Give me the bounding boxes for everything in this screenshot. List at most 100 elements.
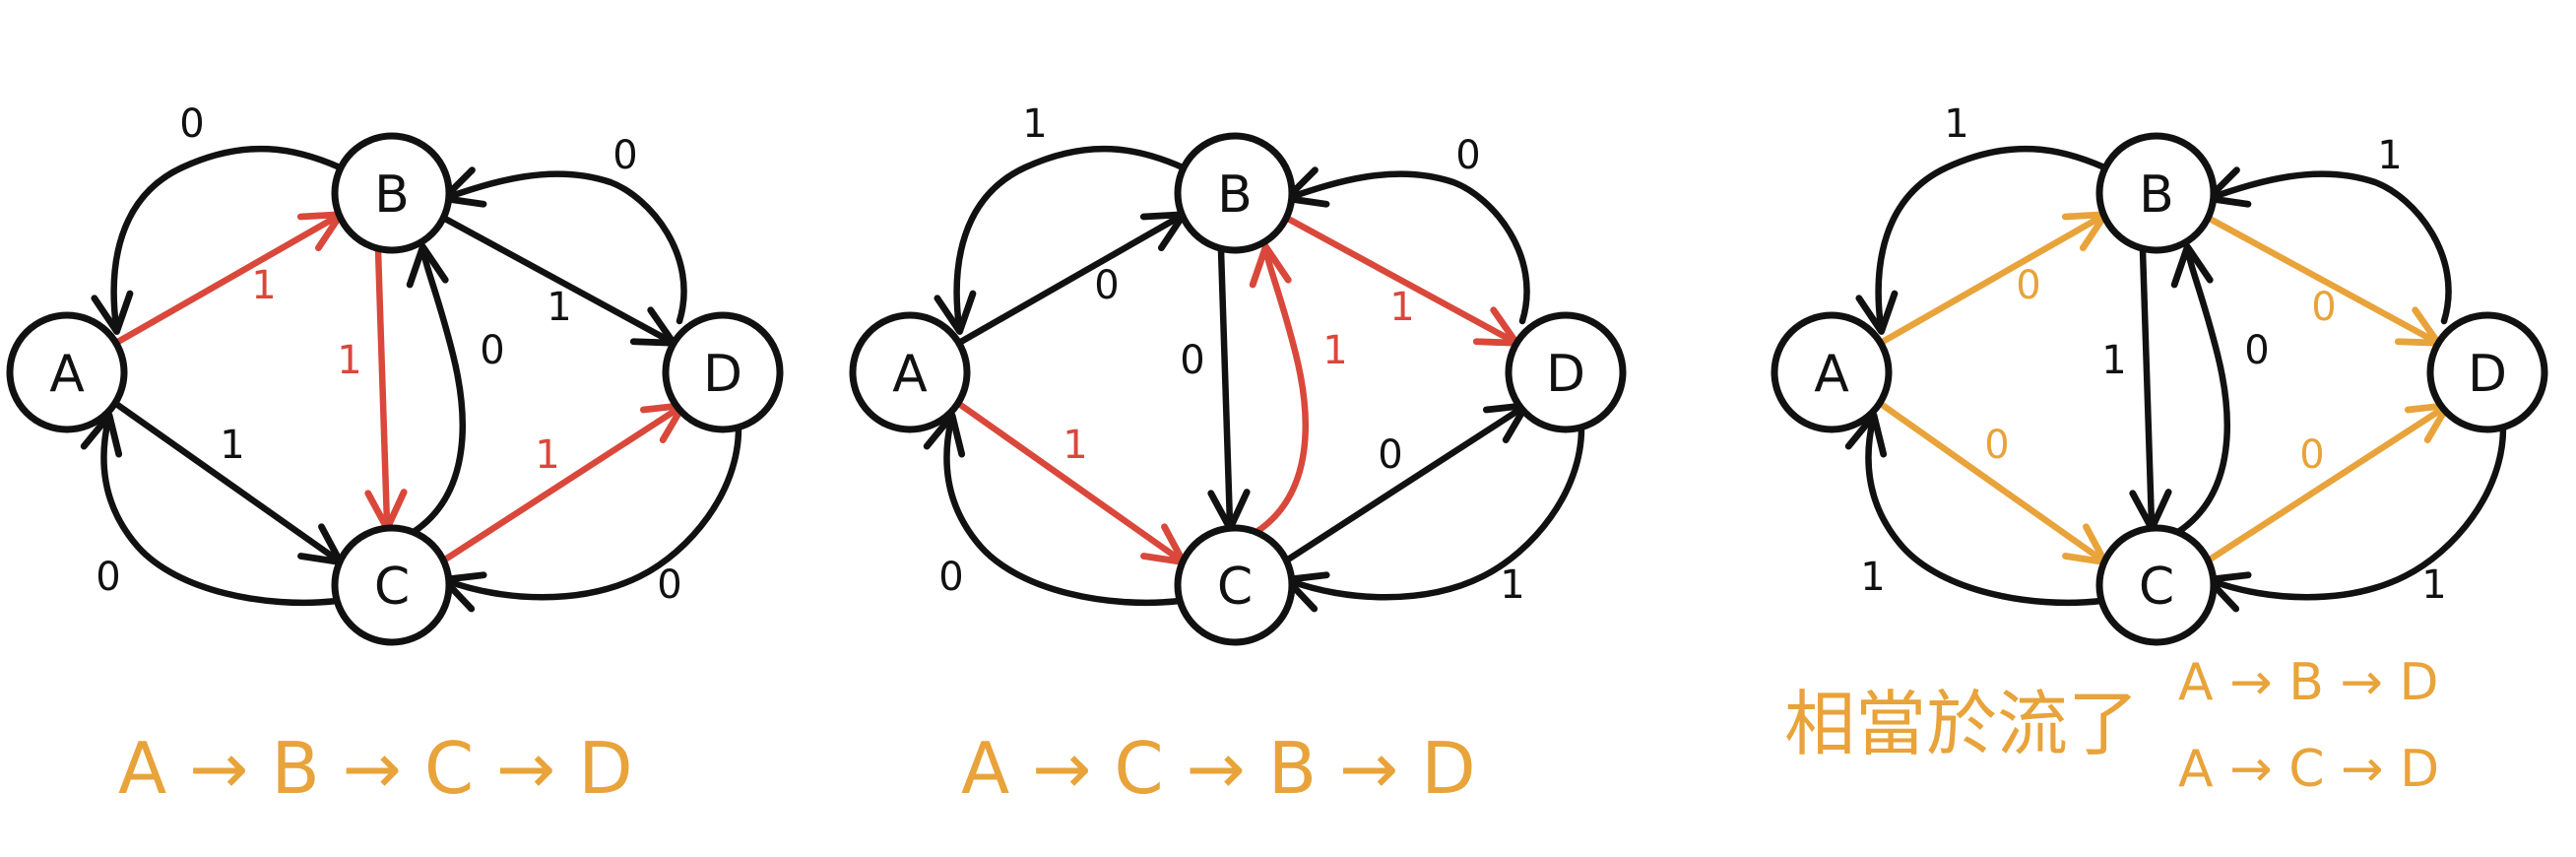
caption-path-1: A → B → D: [2178, 653, 2439, 712]
edge-label-b-c: 0: [1180, 338, 1204, 383]
edge-label-a-c: 0: [1984, 423, 2009, 468]
edge-label-d-b: 0: [1455, 133, 1480, 178]
node-circle: [1771, 311, 1893, 433]
edge-b-to-a: [934, 145, 1187, 335]
node-b: B: [2095, 132, 2218, 254]
node-circle: [662, 311, 784, 433]
node-b: B: [331, 132, 453, 254]
edge-label-a-c: 1: [220, 423, 244, 468]
edge-label-c-b: 0: [480, 328, 504, 373]
edge-b-to-d: [441, 215, 677, 347]
node-circle: [1174, 524, 1296, 646]
caption-path-2: A → C → D: [2178, 740, 2439, 799]
edge-c-to-b: [406, 243, 466, 536]
node-circle: [1174, 132, 1296, 254]
edge-c-to-d: [2206, 402, 2452, 563]
edge-d-to-c: [440, 425, 742, 613]
node-label: B: [1217, 165, 1253, 225]
edge-d-to-c: [1283, 425, 1585, 613]
edge-label-d-b: 0: [612, 133, 637, 178]
edge-label-c-b: 0: [2244, 328, 2269, 373]
caption: 相當於流了: [1784, 683, 2139, 765]
node-label: C: [374, 558, 410, 617]
edge-c-to-a: [80, 412, 341, 607]
node-c: C: [331, 524, 453, 646]
edge-b-to-d: [2206, 215, 2442, 347]
node-label: A: [49, 345, 85, 404]
node-a: A: [1771, 311, 1893, 433]
node-label: C: [1217, 558, 1253, 617]
edge-label-d-c: 0: [657, 562, 681, 608]
edge-a-to-b: [112, 211, 345, 347]
edge-label-b-d: 1: [1389, 285, 1414, 330]
edge-label-c-d: 1: [535, 432, 559, 478]
node-circle: [331, 524, 453, 646]
node-label: D: [1546, 345, 1585, 404]
node-circle: [849, 311, 971, 433]
node-circle: [1505, 311, 1627, 433]
edge-b-to-c: [364, 246, 408, 532]
edge-label-d-c: 1: [1500, 562, 1524, 608]
edge-label-b-c: 1: [337, 338, 361, 383]
node-circle: [2095, 524, 2218, 646]
edge-c-to-b: [2170, 243, 2230, 536]
edge-d-to-b: [2205, 166, 2452, 325]
node-b: B: [1174, 132, 1296, 254]
edge-label-c-a: 1: [1860, 555, 1885, 600]
edge-label-a-b: 1: [251, 263, 276, 308]
edge-b-to-a: [1855, 145, 2108, 335]
node-c: C: [2095, 524, 2218, 646]
edge-d-to-b: [1283, 166, 1530, 325]
edge-label-d-b: 1: [2377, 133, 2402, 178]
node-label: B: [2139, 165, 2174, 225]
edge-label-a-c: 1: [1063, 423, 1087, 468]
edge-label-c-a: 0: [96, 555, 120, 600]
edge-d-to-b: [440, 166, 687, 325]
edge-a-to-c: [955, 400, 1188, 566]
edge-a-to-c: [1877, 400, 2109, 566]
edge-label-c-a: 0: [938, 555, 963, 600]
node-label: A: [1814, 345, 1849, 404]
caption: A → B → C → D: [118, 727, 633, 810]
edge-c-to-d: [441, 402, 687, 563]
edge-c-to-d: [1284, 402, 1530, 563]
node-a: A: [849, 311, 971, 433]
node-label: C: [2139, 558, 2174, 617]
edge-b-to-a: [91, 145, 344, 335]
edge-b-to-c: [1207, 246, 1251, 532]
node-c: C: [1174, 524, 1296, 646]
node-label: A: [892, 345, 928, 404]
edge-label-b-a: 0: [179, 101, 204, 147]
caption: A → C → B → D: [961, 727, 1476, 810]
node-circle: [2095, 132, 2218, 254]
edge-label-b-a: 1: [1944, 101, 1968, 147]
node-label: B: [374, 165, 410, 225]
edge-a-to-b: [1877, 211, 2109, 347]
edge-c-to-a: [923, 412, 1184, 607]
node-label: D: [703, 345, 742, 404]
edge-b-to-d: [1284, 215, 1520, 347]
edge-d-to-c: [2205, 425, 2507, 613]
node-circle: [6, 311, 128, 433]
edge-label-a-b: 0: [2016, 263, 2040, 308]
edge-a-to-c: [112, 400, 345, 566]
edge-label-c-d: 0: [1378, 432, 1402, 478]
node-a: A: [6, 311, 128, 433]
node-label: D: [2468, 345, 2507, 404]
node-d: D: [1505, 311, 1627, 433]
edge-label-b-a: 1: [1022, 101, 1047, 147]
edge-b-to-c: [2129, 246, 2172, 532]
node-circle: [2426, 311, 2548, 433]
edge-label-a-b: 0: [1094, 263, 1119, 308]
edge-c-to-a: [1844, 412, 2105, 607]
edge-label-d-c: 1: [2421, 562, 2446, 608]
node-d: D: [2426, 311, 2548, 433]
edge-label-b-d: 1: [547, 285, 571, 330]
edge-label-b-c: 1: [2101, 338, 2126, 383]
node-d: D: [662, 311, 784, 433]
